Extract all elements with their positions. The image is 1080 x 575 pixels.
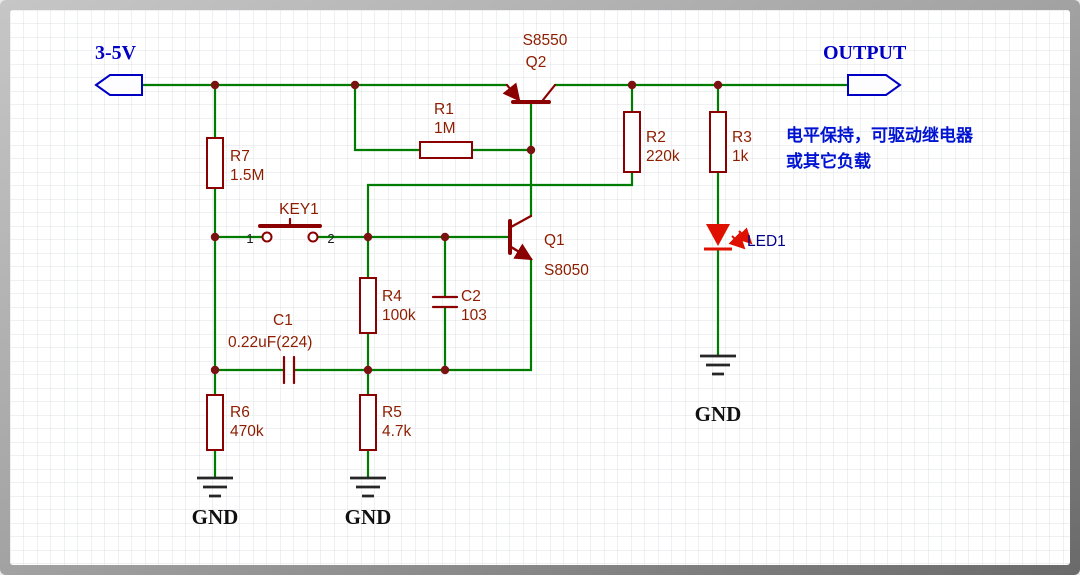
r1-value: 1M	[434, 120, 456, 137]
junction-dot	[363, 365, 373, 375]
q1-designator: Q1	[544, 232, 565, 249]
junction-dot	[210, 80, 220, 90]
r5-designator: R5	[382, 404, 402, 421]
resistor-r4: R4 100k	[359, 277, 416, 334]
ground-icon	[350, 476, 386, 498]
transistor-collector	[509, 214, 533, 229]
pushbutton-key1: KEY1 1 2	[246, 201, 334, 246]
c1-designator: C1	[273, 312, 293, 329]
power-port-icon	[94, 74, 143, 96]
resistor-r6: R6 470k	[206, 394, 264, 451]
key1-pin1-label: 1	[246, 231, 253, 246]
led1-designator: LED1	[747, 233, 786, 250]
r2-designator: R2	[646, 129, 666, 146]
transistor-q2: S8550 Q2	[502, 32, 568, 104]
ground-led: GND	[695, 354, 742, 426]
junction-dot	[363, 232, 373, 242]
wire-emitter-row	[293, 257, 533, 372]
c2-designator: C2	[461, 288, 481, 305]
wire-r1-left	[353, 83, 422, 152]
r5-value: 4.7k	[382, 423, 412, 440]
ground-icon	[197, 476, 233, 498]
q1-part: S8050	[544, 262, 589, 279]
key1-pin2-label: 2	[327, 231, 334, 246]
resistor-body	[359, 394, 377, 451]
wire-feedback-r2-base	[366, 170, 634, 239]
resistor-r2: R2 220k	[623, 111, 680, 173]
junction-dot	[713, 80, 723, 90]
port-power: 3-5V	[94, 42, 143, 96]
button-contact-2	[307, 231, 319, 243]
r3-designator: R3	[732, 129, 752, 146]
key1-designator: KEY1	[279, 201, 319, 218]
wires	[140, 83, 850, 480]
r4-value: 100k	[382, 307, 416, 324]
r2-value: 220k	[646, 148, 680, 165]
grid	[10, 10, 1070, 565]
junction-dot	[440, 232, 450, 242]
resistor-body	[206, 394, 224, 451]
annotation: 电平保持，可驱动继电器 或其它负载	[786, 125, 974, 171]
junction-dot	[210, 232, 220, 242]
annotation-line1: 电平保持，可驱动继电器	[786, 125, 974, 145]
led-led1: LED1	[704, 224, 786, 251]
r6-value: 470k	[230, 423, 264, 440]
junction-dot	[627, 80, 637, 90]
led-emission-arrow	[735, 227, 753, 245]
ground-label: GND	[695, 402, 742, 426]
transistor-emitter	[502, 82, 521, 102]
junction-dot	[526, 145, 536, 155]
r4-designator: R4	[382, 288, 402, 305]
resistor-body	[359, 277, 377, 334]
output-port-label: OUTPUT	[823, 42, 907, 64]
led-triangle	[706, 224, 730, 246]
r3-value: 1k	[732, 148, 749, 165]
r7-value: 1.5M	[230, 167, 264, 184]
r1-designator: R1	[434, 101, 454, 118]
junction-dot	[210, 365, 220, 375]
q2-designator: Q2	[526, 54, 547, 71]
capacitor-c1: C1 0.22uF(224)	[228, 312, 312, 385]
transistor-q1: Q1 S8050	[508, 214, 589, 279]
resistor-body	[206, 137, 224, 189]
ground-label: GND	[192, 505, 239, 529]
transistor-collector	[541, 83, 557, 102]
r6-designator: R6	[230, 404, 250, 421]
capacitor-c2: C2 103	[431, 288, 487, 324]
ground-middle: GND	[345, 476, 392, 529]
resistor-r1: R1 1M	[419, 101, 473, 159]
port-output: OUTPUT	[823, 42, 907, 96]
resistor-body	[419, 141, 473, 159]
button-contact-1	[261, 231, 273, 243]
resistor-body	[623, 111, 641, 173]
junction-dot	[440, 365, 450, 375]
ground-label: GND	[345, 505, 392, 529]
output-port-icon	[847, 74, 902, 96]
c2-value: 103	[461, 307, 487, 324]
junction-dot	[350, 80, 360, 90]
q2-part: S8550	[523, 32, 568, 49]
c1-value: 0.22uF(224)	[228, 334, 312, 351]
r7-designator: R7	[230, 148, 250, 165]
annotation-line2: 或其它负载	[786, 151, 871, 171]
power-port-label: 3-5V	[95, 42, 137, 64]
ground-left: GND	[192, 476, 239, 529]
junction-dots	[210, 80, 723, 375]
resistor-body	[709, 111, 727, 173]
resistor-r5: R5 4.7k	[359, 394, 412, 451]
resistor-r7: R7 1.5M	[206, 137, 264, 189]
transistor-emitter-arrow	[509, 243, 533, 261]
resistor-r3: R3 1k	[709, 111, 752, 173]
ground-icon	[700, 354, 736, 376]
